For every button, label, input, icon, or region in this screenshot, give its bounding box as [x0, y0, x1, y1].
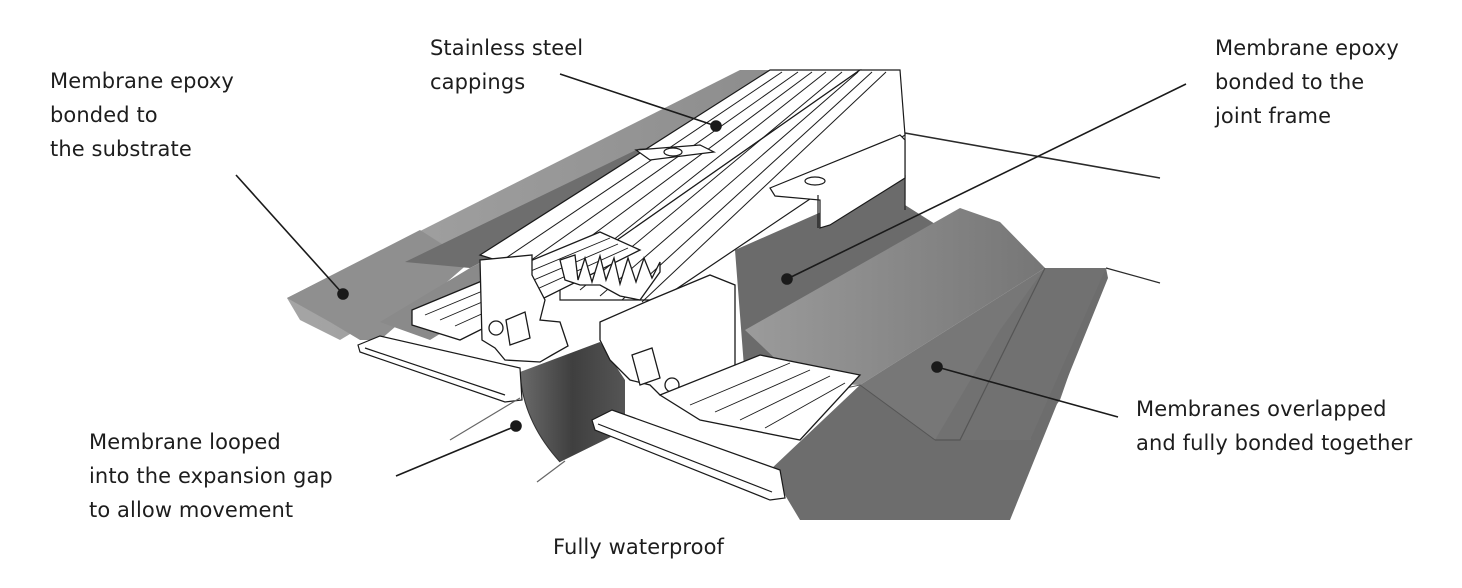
callout-line: the substrate: [50, 137, 192, 161]
callout-membranes-overlapped: Membranes overlapped and fully bonded to…: [1136, 392, 1412, 460]
joint-frame-profiles: [411, 231, 862, 441]
callout-line: into the expansion gap: [89, 464, 333, 488]
stainless-steel-cappings: [478, 69, 906, 303]
leader-looped: [395, 420, 522, 477]
leader-lines: [235, 73, 1187, 477]
edge-trim-plates: [357, 335, 786, 501]
callout-line: to allow movement: [89, 498, 294, 522]
callout-line: bonded to the: [1215, 70, 1365, 94]
callout-line: and fully bonded together: [1136, 431, 1413, 455]
callout-line: joint frame: [1215, 104, 1332, 128]
caption-fully-waterproof: Fully waterproof: [553, 530, 724, 564]
caption-line: Fully waterproof: [553, 535, 725, 559]
callout-line: Membrane epoxy: [1215, 36, 1399, 60]
callout-membrane-bonded-substrate: Membrane epoxy bonded to the substrate: [50, 64, 234, 166]
leader-cappings: [559, 73, 722, 132]
right-membrane: [735, 175, 1108, 520]
callout-line: Stainless steel: [430, 36, 584, 60]
callout-line: cappings: [430, 70, 526, 94]
callout-line: Membranes overlapped: [1136, 397, 1387, 421]
leader-substrate: [235, 174, 349, 300]
leader-frame: [781, 83, 1187, 285]
callout-line: Membrane looped: [89, 430, 281, 454]
leader-overlap: [931, 361, 1119, 418]
callout-line: bonded to: [50, 103, 158, 127]
callout-membrane-looped: Membrane looped into the expansion gap t…: [89, 425, 333, 527]
callout-line: Membrane epoxy: [50, 69, 234, 93]
callout-membrane-bonded-joint-frame: Membrane epoxy bonded to the joint frame: [1215, 31, 1399, 133]
callout-stainless-steel-cappings: Stainless steel cappings: [430, 31, 583, 99]
